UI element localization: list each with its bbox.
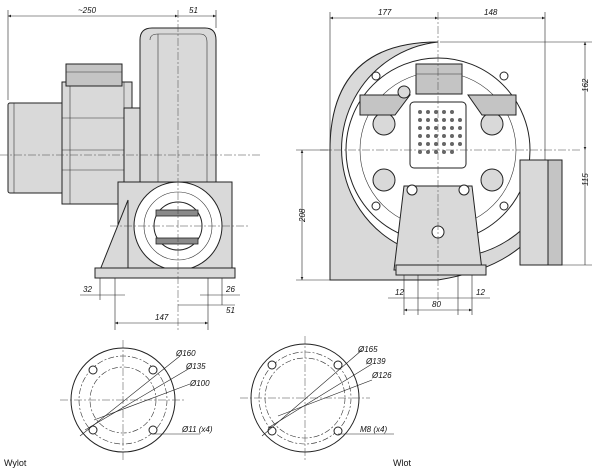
side-view: ~250 51 32 26 51 147 (0, 6, 260, 330)
front-terminal-box (415, 63, 463, 95)
dim-side-foot-right-b: 51 (226, 306, 235, 315)
motor-end-cap (7, 102, 67, 194)
flange-wlot: Ø165 Ø139 Ø126 M8 (x4) Wlot (240, 336, 411, 468)
dim-front-outlet-height: 115 (581, 173, 590, 186)
dim-side-foot-right-a: 26 (225, 285, 235, 294)
wlot-label: Wlot (393, 458, 411, 468)
wlot-d-bolt: Ø139 (365, 357, 386, 366)
outlet-flange (547, 159, 563, 266)
flange-wylot: Ø160 Ø135 Ø100 Ø11 (x4) Wylot (4, 340, 213, 468)
wlot-d-inner: Ø126 (371, 371, 392, 380)
dim-front-shaft-height: 208 (298, 208, 307, 223)
dim-side-foot-left: 32 (83, 285, 92, 294)
dim-front-upper-height: 162 (581, 78, 590, 92)
dim-front-left: 177 (378, 8, 392, 17)
wylot-d-bolt: Ø135 (185, 362, 206, 371)
dim-side-offset: 51 (189, 6, 198, 15)
wlot-d-outer: Ø165 (357, 345, 378, 354)
wylot-d-outer: Ø160 (175, 349, 196, 358)
terminal-box (65, 63, 123, 87)
dim-side-foot-span: 147 (155, 313, 169, 322)
dim-front-foot-left: 12 (395, 288, 404, 297)
wylot-d-inner: Ø100 (189, 379, 210, 388)
grille-holes (418, 110, 462, 154)
dim-front-foot-mid: 80 (432, 300, 441, 309)
dim-side-width: ~250 (78, 6, 97, 15)
dim-front-foot-right: 12 (476, 288, 485, 297)
wylot-holes: Ø11 (x4) (181, 425, 213, 434)
front-view: 177 148 162 115 208 12 12 80 (296, 8, 592, 315)
wylot-label: Wylot (4, 458, 27, 468)
wlot-holes: M8 (x4) (360, 425, 387, 434)
base-foot (94, 267, 236, 279)
dim-front-right: 148 (484, 8, 498, 17)
